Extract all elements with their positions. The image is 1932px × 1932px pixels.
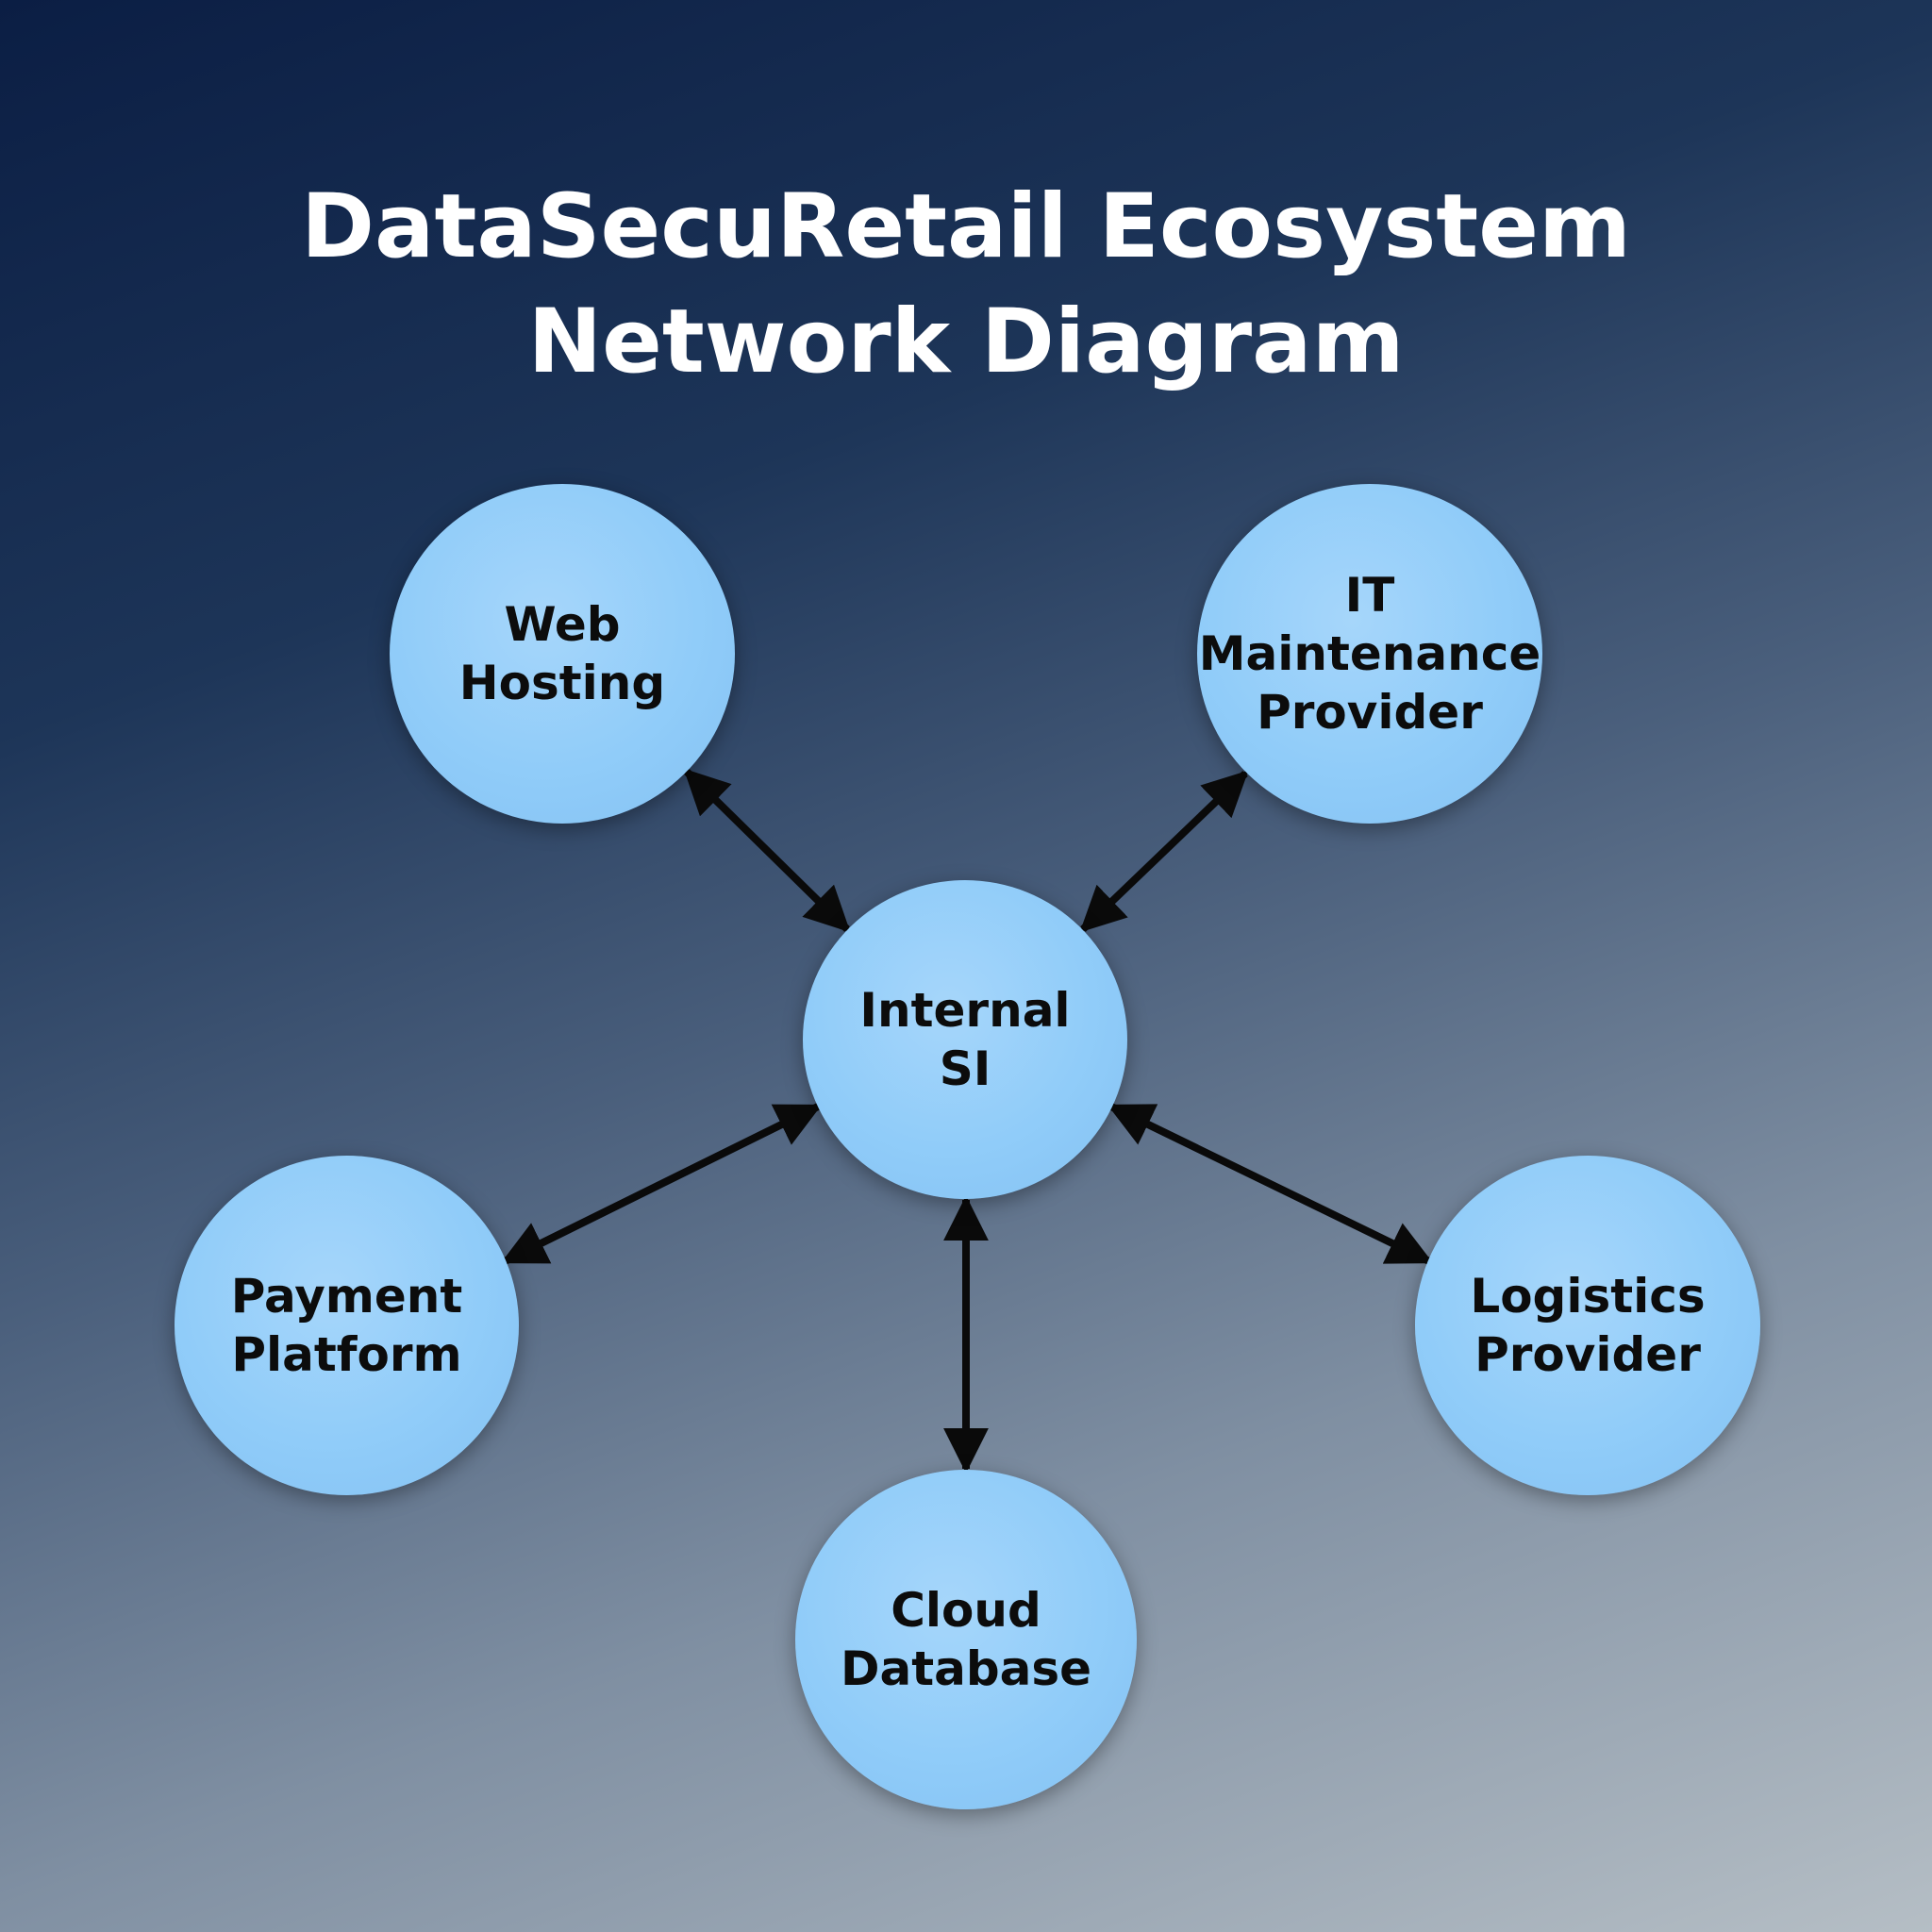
node-payment-platform-label: Payment Platform [231,1267,463,1384]
title-line-1: DataSecuRetail Ecosystem [301,175,1631,278]
node-logistics-provider-label: Logistics Provider [1470,1267,1705,1384]
node-payment-platform-line-1: Payment [230,1269,463,1324]
node-web-hosting-line-1: Web [504,597,621,652]
node-cloud-database-line-2: Database [840,1641,1092,1696]
node-web-hosting: Web Hosting [390,484,735,824]
node-cloud-database-line-1: Cloud [891,1583,1041,1638]
node-logistics-provider-line-1: Logistics [1470,1269,1706,1324]
node-cloud-database: Cloud Database [795,1470,1137,1809]
node-internal-si-line-2: SI [939,1041,991,1096]
diagram-title: DataSecuRetail Ecosystem Network Diagram [0,170,1932,400]
node-logistics-provider: Logistics Provider [1415,1156,1760,1495]
node-it-maintenance-line-3: Provider [1257,685,1483,740]
arrow-internal-si-logistics-provider [1107,1103,1434,1265]
arrow-internal-si-web-hosting [683,768,851,933]
node-web-hosting-label: Web Hosting [459,595,665,712]
node-internal-si-label: Internal SI [859,981,1070,1098]
node-it-maintenance-provider-label: IT Maintenance Provider [1199,566,1541,741]
node-cloud-database-label: Cloud Database [841,1581,1091,1698]
node-it-maintenance-line-1: IT [1344,568,1395,623]
arrow-internal-si-payment-platform [500,1103,823,1265]
arrow-internal-si-it-maintenance [1079,770,1249,933]
node-payment-platform-line-2: Platform [231,1327,462,1382]
node-web-hosting-line-2: Hosting [458,656,666,710]
node-internal-si: Internal SI [803,880,1127,1199]
title-line-2: Network Diagram [527,291,1405,393]
node-logistics-provider-line-2: Provider [1474,1327,1701,1382]
node-payment-platform: Payment Platform [175,1156,519,1495]
node-it-maintenance-line-2: Maintenance [1198,626,1541,681]
node-it-maintenance-provider: IT Maintenance Provider [1197,484,1542,824]
node-internal-si-line-1: Internal [859,983,1071,1038]
